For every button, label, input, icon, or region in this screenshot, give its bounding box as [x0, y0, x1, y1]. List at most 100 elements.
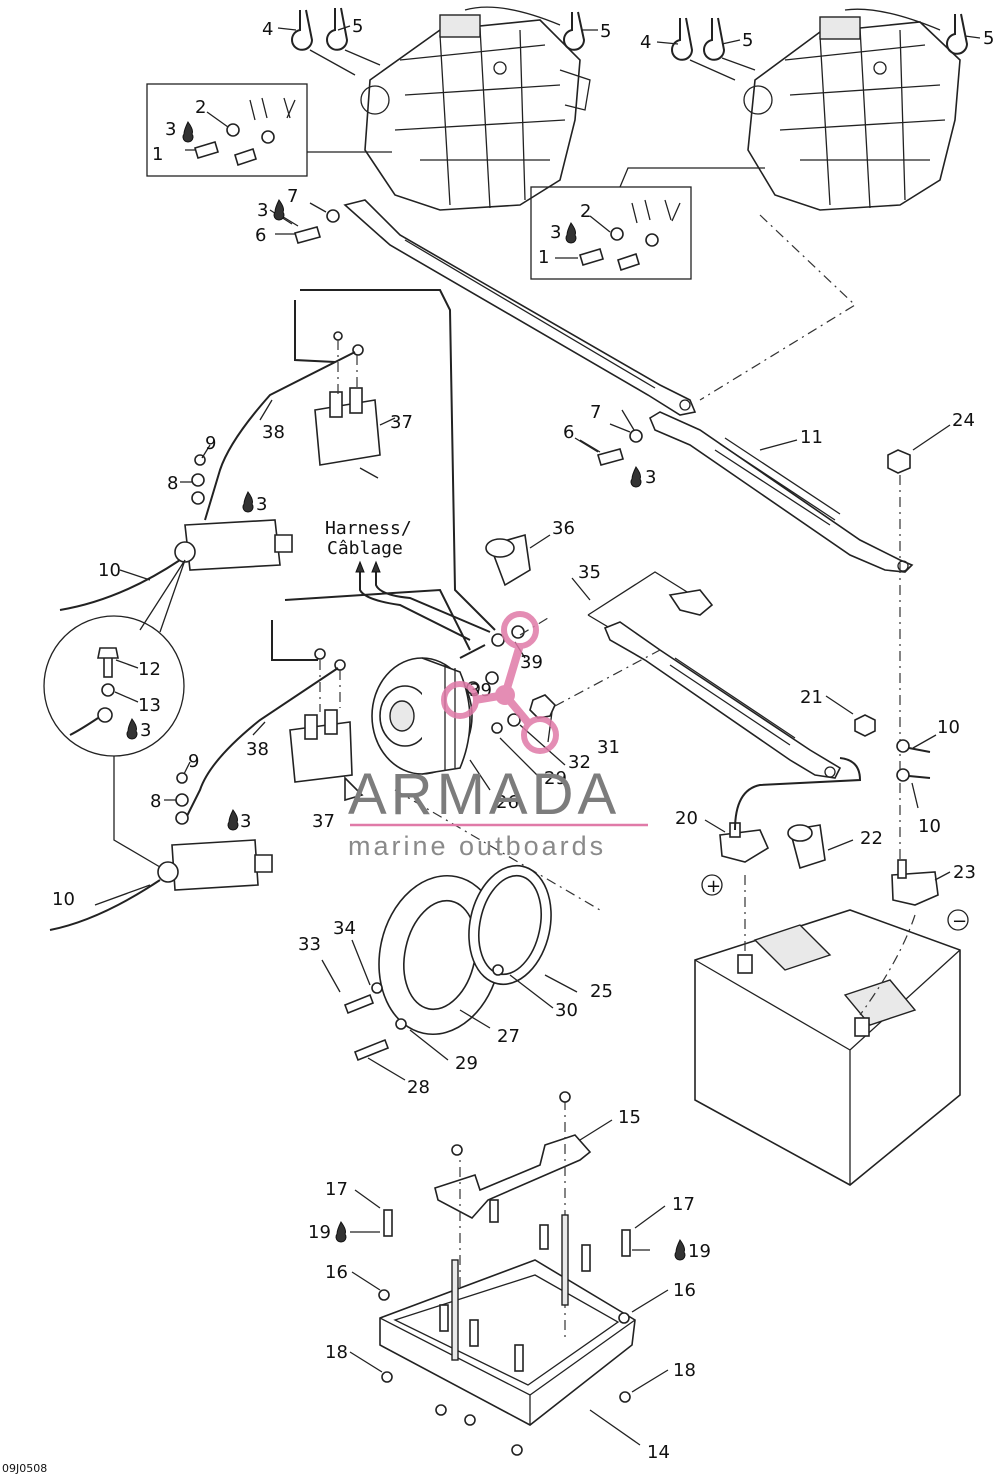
callout-14: 14 — [647, 1442, 670, 1463]
harness-arrows — [355, 560, 491, 641]
ref-line-mid — [394, 789, 601, 911]
starter-motor — [371, 617, 661, 775]
positive-symbol: + — [706, 876, 721, 897]
bolt-washer-6-7-top — [279, 202, 340, 244]
callout-17: 17 — [325, 1179, 348, 1200]
callout-8: 8 — [150, 791, 161, 812]
starter-solenoid-upper — [59, 454, 293, 633]
callout-3: 3 — [165, 119, 176, 140]
relay-harness-upper — [204, 289, 496, 631]
callout-5: 5 — [983, 28, 994, 49]
callout-30: 30 — [555, 1000, 578, 1021]
ground-cable-upper — [343, 199, 697, 416]
bolt-washer-6-7-lower — [579, 423, 643, 466]
callout-4: 4 — [262, 19, 273, 40]
watermark-brand: ARMADA — [348, 762, 620, 827]
callout-9: 9 — [205, 433, 216, 454]
watermark: ARMADA marine outboards — [348, 611, 648, 861]
callout-25: 25 — [590, 981, 613, 1002]
callout-7: 7 — [287, 186, 298, 207]
callout-37: 37 — [312, 811, 335, 832]
mounting-flange — [343, 864, 552, 1062]
callout-15: 15 — [618, 1107, 641, 1128]
watermark-logo-icon — [441, 611, 559, 754]
callout-10: 10 — [52, 889, 75, 910]
callout-23: 23 — [953, 862, 976, 883]
battery-tray — [379, 1100, 636, 1426]
callout-17: 17 — [672, 1194, 695, 1215]
callout-34: 34 — [333, 918, 356, 939]
battery — [694, 875, 961, 1186]
relay-harness-lower — [184, 588, 471, 821]
cable-35 — [587, 571, 842, 779]
callout-5: 5 — [352, 16, 363, 37]
callout-2: 2 — [195, 97, 206, 118]
fastener-detail-left — [146, 83, 392, 177]
callout-24: 24 — [952, 410, 975, 431]
callout-19: 19 — [688, 1241, 711, 1262]
callout-6: 6 — [563, 422, 574, 443]
battery-terminals — [719, 714, 939, 906]
harness-note: Harness/ Câblage — [325, 518, 412, 559]
callout-39: 39 — [520, 652, 543, 673]
callout-3: 3 — [256, 494, 267, 515]
callout-1: 1 — [152, 144, 163, 165]
callout-28: 28 — [407, 1077, 430, 1098]
callout-32: 32 — [568, 752, 591, 773]
callout-3: 3 — [550, 222, 561, 243]
callout-13: 13 — [138, 695, 161, 716]
callout-38: 38 — [246, 739, 269, 760]
figure-code: 09J0508 — [2, 1462, 47, 1475]
callout-26: 26 — [496, 792, 519, 813]
callout-9: 9 — [188, 751, 199, 772]
callout-16: 16 — [673, 1280, 696, 1301]
callout-27: 27 — [497, 1026, 520, 1047]
ref-line-engine2 — [699, 214, 856, 401]
callout-5: 5 — [742, 30, 753, 51]
callout-2: 2 — [580, 201, 591, 222]
tray-fasteners — [378, 1091, 631, 1456]
callout-6: 6 — [255, 225, 266, 246]
callout-16: 16 — [325, 1262, 348, 1283]
callout-33: 33 — [298, 934, 321, 955]
callout-10: 10 — [98, 560, 121, 581]
harness-label-en: Harness/ — [325, 518, 412, 539]
callout-21: 21 — [800, 687, 823, 708]
polarity-marks — [701, 874, 969, 931]
callout-20: 20 — [675, 808, 698, 829]
callout-3: 3 — [257, 200, 268, 221]
callout-8: 8 — [167, 473, 178, 494]
starter-solenoid-lower — [49, 772, 273, 931]
callout-35: 35 — [578, 562, 601, 583]
cable-11 — [648, 411, 914, 573]
callout-38: 38 — [262, 422, 285, 443]
callout-10: 10 — [918, 816, 941, 837]
callout-36: 36 — [552, 518, 575, 539]
fastener-detail-right — [530, 167, 765, 280]
callout-3: 3 — [240, 811, 251, 832]
callout-19: 19 — [308, 1222, 331, 1243]
callout-29: 29 — [455, 1053, 478, 1074]
callout-22: 22 — [860, 828, 883, 849]
callout-4: 4 — [640, 32, 651, 53]
callout-18: 18 — [673, 1360, 696, 1381]
callout-7: 7 — [590, 402, 601, 423]
watermark-tagline: marine outboards — [348, 831, 606, 861]
engine-left — [360, 14, 591, 211]
leader-lines — [94, 25, 981, 1446]
callout-3: 3 — [140, 720, 151, 741]
callout-18: 18 — [325, 1342, 348, 1363]
callout-29: 29 — [544, 768, 567, 789]
callout-37: 37 — [390, 412, 413, 433]
harness-label-fr: Câblage — [327, 538, 403, 559]
callout-labels: 4 5 5 4 5 5 2 3 1 7 3 6 2 3 1 38 37 9 8 … — [52, 16, 994, 1463]
callout-12: 12 — [138, 659, 161, 680]
nut-24 — [887, 424, 951, 860]
callout-3: 3 — [645, 467, 656, 488]
callout-10: 10 — [937, 717, 960, 738]
engine-right — [743, 16, 961, 211]
callout-31: 31 — [597, 737, 620, 758]
hose-clamps — [291, 6, 969, 81]
callout-5: 5 — [600, 21, 611, 42]
